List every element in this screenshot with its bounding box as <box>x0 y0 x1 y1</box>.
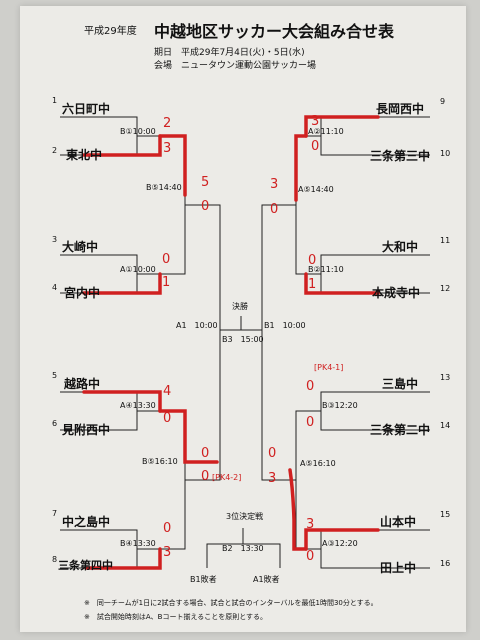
score: 1 <box>162 275 171 290</box>
team-name: 東北中 <box>66 148 103 162</box>
venue-line: 会場 ニュータウン運動公園サッカー場 <box>154 61 317 71</box>
team-number: 2 <box>52 146 58 155</box>
team-number: 3 <box>52 235 58 244</box>
team-number: 12 <box>440 284 451 293</box>
team-name: 越路中 <box>64 377 101 391</box>
match-label: A⑤16:10 <box>300 459 336 468</box>
score: 4 <box>163 384 172 399</box>
match-label: B④13:30 <box>120 539 156 548</box>
match-label: B⑤16:10 <box>142 457 178 466</box>
score: 0 <box>201 199 210 214</box>
team-number: 4 <box>52 283 58 292</box>
team-name: 本成寺中 <box>372 286 421 300</box>
match-label: A③12:20 <box>322 539 358 548</box>
team-name: 田上中 <box>380 561 417 575</box>
score: 1 <box>308 277 317 292</box>
score: 2 <box>163 116 172 131</box>
score: 3 <box>163 545 172 560</box>
final-label: 決勝 <box>232 302 248 311</box>
match-label: A②11:10 <box>308 127 344 136</box>
team-number: 14 <box>440 421 451 430</box>
pk-score: [PK4-2] <box>212 473 242 482</box>
team-name: 見附西中 <box>62 423 111 437</box>
bracket-sheet <box>20 6 466 632</box>
team-name: 三島中 <box>382 377 419 391</box>
team-number: 6 <box>52 419 58 428</box>
team-name: 宮内中 <box>64 286 101 300</box>
team-number: 16 <box>440 559 451 568</box>
date-line: 期日 平成29年7月4日(火)・5日(水) <box>154 48 305 58</box>
note-line: ※ 同一チームが1日に2試合する場合、試合と試合のインターバルを最低1時間30分… <box>84 599 378 607</box>
team-name: 中之島中 <box>62 515 111 529</box>
score: 0 <box>311 139 320 154</box>
team-number: 15 <box>440 510 451 519</box>
match-label: A④13:30 <box>120 401 156 410</box>
team-name: 山本中 <box>380 515 417 529</box>
score: 0 <box>308 253 317 268</box>
score: 3 <box>306 517 315 532</box>
score: 3 <box>311 114 320 129</box>
score: 3 <box>270 177 279 192</box>
score: 3 <box>163 141 172 156</box>
score: 0 <box>201 469 210 484</box>
match-label: A①10:00 <box>120 265 156 274</box>
match-label: B①10:00 <box>120 127 156 136</box>
third-place-left: B1敗者 <box>190 575 217 584</box>
match-label: B②11:10 <box>308 265 344 274</box>
team-number: 1 <box>52 96 58 105</box>
semifinal-left-label: A1 10:00 <box>176 321 218 330</box>
match-label: B③12:20 <box>322 401 358 410</box>
team-name: 三条第二中 <box>370 423 431 437</box>
score: 0 <box>268 446 277 461</box>
semifinal-right-label: B1 10:00 <box>264 321 306 330</box>
score: 0 <box>163 521 172 536</box>
score: 5 <box>201 175 210 190</box>
team-name: 大和中 <box>382 240 419 254</box>
score: 0 <box>201 446 210 461</box>
team-name: 三条第四中 <box>58 559 113 572</box>
team-number: 7 <box>52 509 58 518</box>
pk-score: [PK4-1] <box>314 363 344 372</box>
team-number: 5 <box>52 371 58 380</box>
third-place-right: A1敗者 <box>253 575 280 584</box>
team-number: 10 <box>440 149 451 158</box>
score: 0 <box>306 549 315 564</box>
match-label: A⑤14:40 <box>298 185 334 194</box>
team-name: 六日町中 <box>62 102 111 116</box>
note-line: ※ 試合開始時刻はA、Bコート揃えることを原則とする。 <box>84 613 268 621</box>
final-time: B3 15:00 <box>222 335 264 344</box>
team-name: 長岡西中 <box>376 102 425 116</box>
team-number: 13 <box>440 373 451 382</box>
match-label: B⑤14:40 <box>146 183 182 192</box>
team-name: 三条第三中 <box>370 149 431 163</box>
score: 0 <box>270 202 279 217</box>
third-place-time: B2 13:30 <box>222 544 264 553</box>
team-name: 大崎中 <box>62 240 99 254</box>
score: 0 <box>306 415 315 430</box>
team-number: 8 <box>52 555 58 564</box>
score: 0 <box>163 411 172 426</box>
team-number: 11 <box>440 236 451 245</box>
third-place-label: 3位決定戦 <box>226 512 264 521</box>
score: 3 <box>268 471 277 486</box>
score: 0 <box>162 252 171 267</box>
page-title: 中越地区サッカー大会組み合せ表 <box>154 22 395 41</box>
score: 0 <box>306 379 315 394</box>
year-label: 平成29年度 <box>84 26 137 37</box>
team-number: 9 <box>440 97 446 106</box>
